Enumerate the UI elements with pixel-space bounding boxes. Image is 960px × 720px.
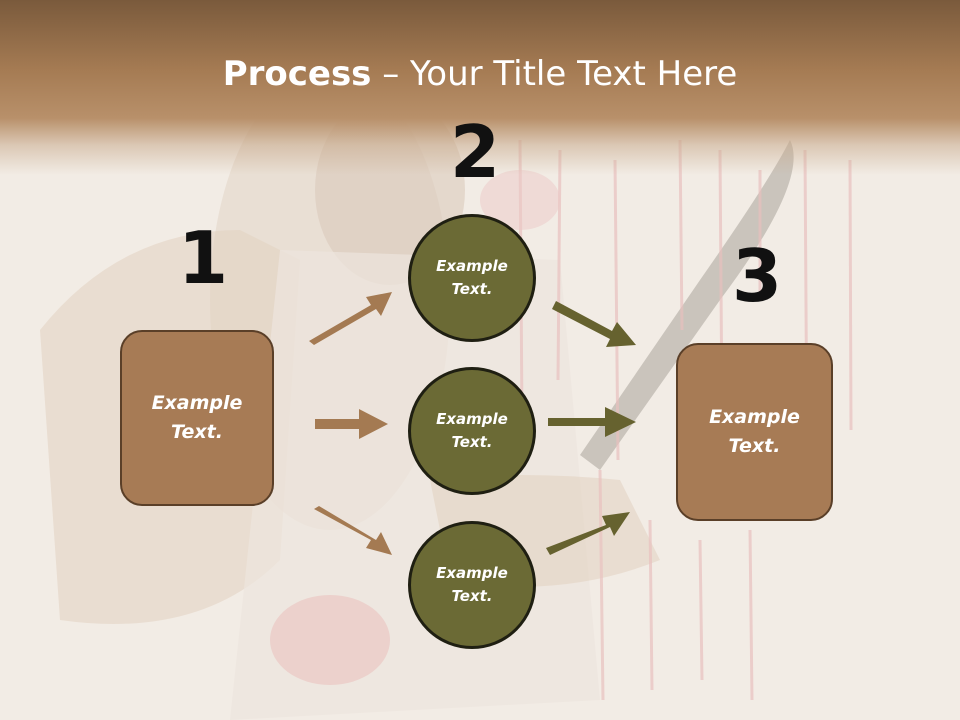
step-3-box-text: Example Text. (709, 406, 800, 457)
arrow-to-top-circle (309, 292, 392, 345)
process-circle-top: Example Text. (408, 214, 536, 342)
arrow-to-middle-circle (315, 409, 388, 439)
title-bar (0, 0, 960, 175)
process-circle-bottom-text: Example Text. (436, 564, 508, 605)
process-circle-middle: Example Text. (408, 367, 536, 495)
step-number-2: 2 (450, 110, 501, 194)
process-circle-bottom: Example Text. (408, 521, 536, 649)
title-bold: Process (222, 54, 372, 94)
process-circle-middle-text: Example Text. (436, 410, 508, 451)
step-1-box-text: Example Text. (151, 392, 243, 443)
step-number-1: 1 (178, 216, 229, 300)
slide-title: Process – Your Title Text Here (0, 52, 960, 96)
arrow-from-middle-circle (548, 407, 636, 437)
step-1-box: Example Text. (120, 330, 274, 506)
step-number-3: 3 (732, 234, 783, 318)
process-circle-top-text: Example Text. (436, 257, 508, 298)
arrow-to-bottom-circle (314, 506, 392, 555)
title-rest: – Your Title Text Here (371, 54, 738, 94)
step-3-box: Example Text. (676, 343, 833, 521)
arrow-from-top-circle (552, 301, 636, 347)
arrow-from-bottom-circle (546, 512, 630, 555)
